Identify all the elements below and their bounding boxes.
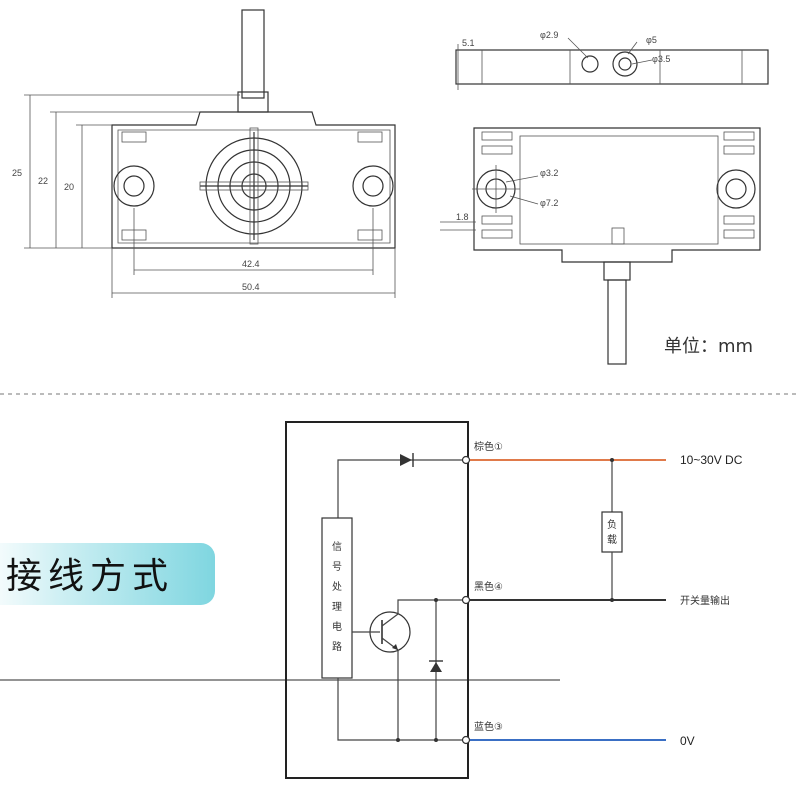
- dim-22: 22: [38, 176, 48, 186]
- blue-label: 蓝色③: [474, 720, 503, 733]
- load-box: [601, 511, 623, 553]
- dim-25: 25: [12, 168, 22, 178]
- dim-20: 20: [64, 182, 74, 192]
- black-label: 黑色④: [474, 580, 503, 593]
- circuit-label: 信号处理电路: [332, 541, 342, 653]
- back-view: 1.8 φ3.2 φ7.2: [440, 127, 761, 365]
- dim-phi-7-2: φ7.2: [540, 198, 558, 208]
- terminal-brown: [461, 455, 471, 465]
- dim-phi-3-5: φ3.5: [652, 54, 670, 64]
- terminal-blue: [461, 735, 471, 745]
- wiring-diagram: 信号处理电路 负载 棕色①: [285, 421, 743, 779]
- signal-processing-block: [321, 517, 353, 679]
- dim-5-1: 5.1: [462, 38, 475, 48]
- dim-phi-3-2: φ3.2: [540, 168, 558, 178]
- dim-1-8: 1.8: [456, 212, 469, 222]
- top-view: 5.1 φ2.9 φ5 φ3.5: [455, 30, 769, 90]
- unit-label: 单位：mm: [664, 336, 753, 357]
- dim-phi-5: φ5: [646, 35, 657, 45]
- dim-42-4: 42.4: [242, 259, 260, 269]
- terminal-black: [461, 595, 471, 605]
- zero-volt-label: 0V: [680, 734, 695, 748]
- front-view: 25 22 20 42.4 50.4: [12, 9, 396, 298]
- output-label: 开关量输出: [680, 594, 730, 607]
- brown-label: 棕色①: [474, 440, 503, 453]
- dim-50-4: 50.4: [242, 282, 260, 292]
- load-label: 负载: [607, 518, 617, 546]
- dim-phi-2-9: φ2.9: [540, 30, 558, 40]
- supply-label: 10~30V DC: [680, 453, 743, 467]
- wiring-title: 接线方式: [6, 556, 174, 597]
- wiring-title-banner: 接线方式: [0, 543, 215, 605]
